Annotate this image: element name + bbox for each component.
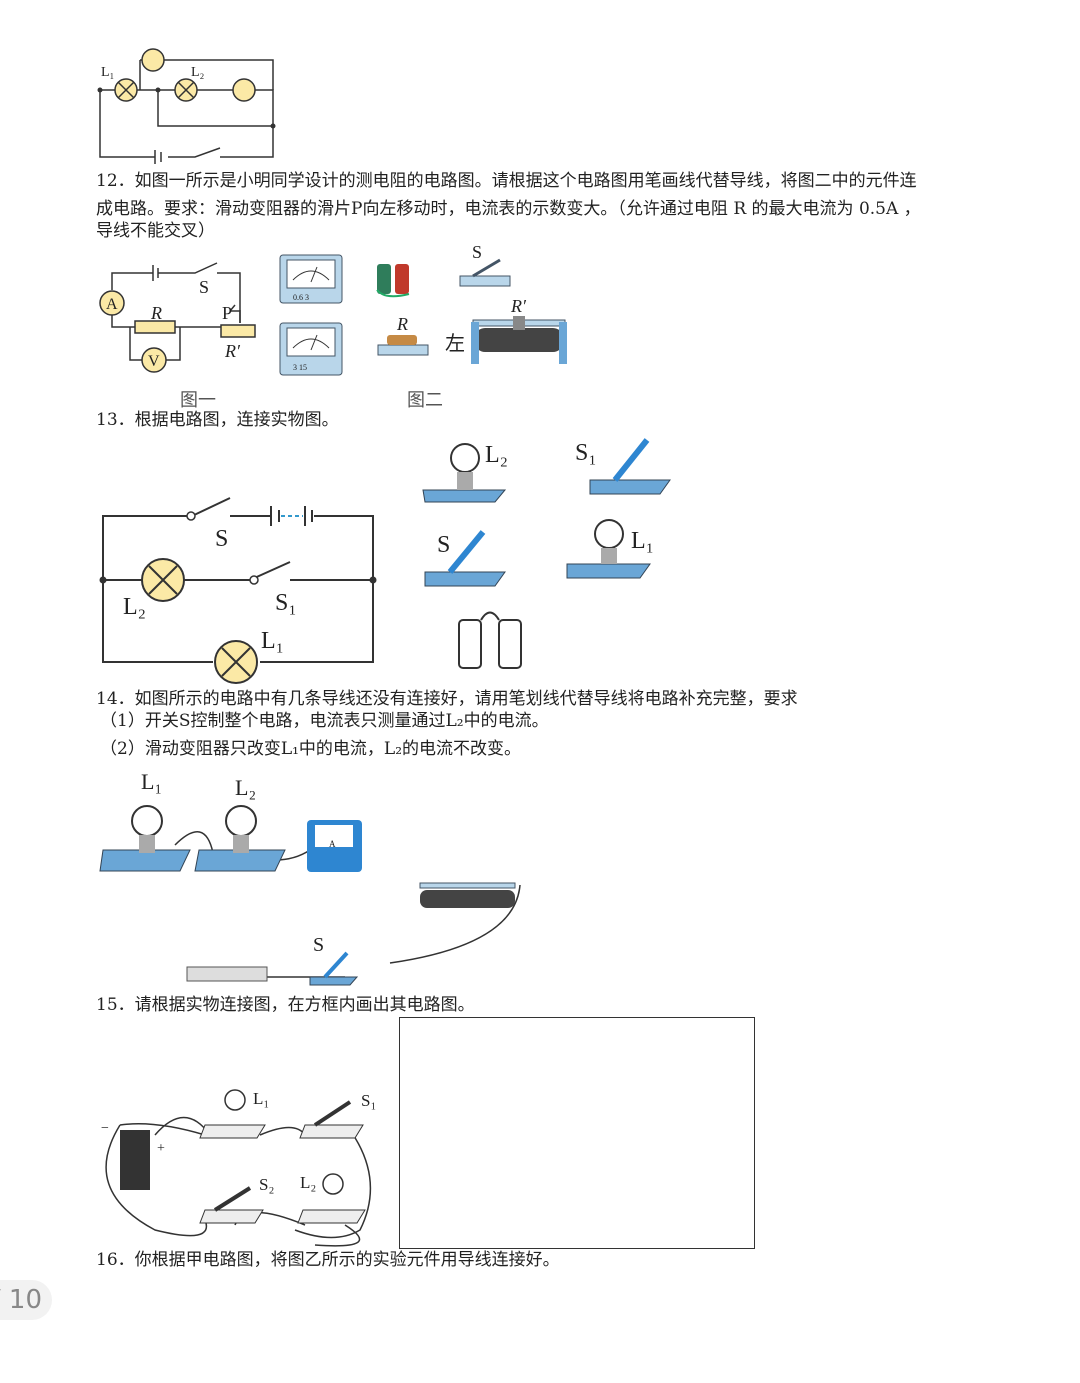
switch-s-icon [309, 951, 359, 986]
svg-text:R: R [396, 314, 408, 334]
left-direction-label: 左 [445, 332, 465, 355]
slider-label: P [222, 303, 232, 323]
bulb-l1-icon [99, 805, 191, 872]
svg-text:−: − [101, 1121, 109, 1136]
switch-icon [459, 258, 511, 287]
figure1-caption: 图一 [180, 390, 216, 411]
q12-figure2-components: 0.6 3 3 15 S R 左 R′ [279, 242, 567, 376]
svg-text:L₂: L₂ [300, 1173, 316, 1192]
q12-figure1-circuit: A V S R P R′ [99, 262, 256, 373]
q11-circuit-diagram: L₁ L₂ [97, 48, 276, 164]
svg-text:S₂: S₂ [259, 1175, 274, 1194]
bulb-l1-icon [199, 1089, 266, 1139]
bulb-l1-icon [566, 519, 651, 579]
svg-text:S: S [472, 242, 482, 262]
bulb-l2-icon [194, 805, 286, 872]
resistor-label: R [150, 303, 162, 323]
svg-text:L₂: L₂ [235, 775, 256, 800]
q13-physical-components: L₂ S₁ S L₁ [422, 438, 671, 669]
bulb-l2-icon [297, 1173, 366, 1224]
q12-text-line3: 导线不能交叉） [96, 221, 215, 241]
label-l2: L₂ [191, 65, 205, 80]
q14-physical-circuit: A L₁ L₂ S [99, 769, 521, 986]
q15-physical-circuit: L₁ S₁ S₂ L₂ + − [101, 1089, 376, 1247]
figure2-caption: 图二 [407, 390, 443, 411]
answer-drawing-box[interactable] [399, 1017, 755, 1249]
svg-text:+: + [157, 1141, 165, 1156]
q14-text-line3: （2）滑动变阻器只改变L₁中的电流，L₂的电流不改变。 [100, 739, 522, 759]
svg-text:S₁: S₁ [361, 1091, 376, 1110]
page-indicator: / 10 [0, 1280, 52, 1320]
q12-text-line1: 12．如图一所示是小明同学设计的测电阻的电路图。请根据这个电路图用笔画线代替导线… [96, 171, 917, 191]
svg-text:S₁: S₁ [575, 440, 597, 466]
svg-text:S: S [437, 532, 450, 558]
rheostat-icon [419, 882, 516, 908]
ammeter-icon: A [307, 820, 362, 872]
rheostat-label: R′ [224, 341, 241, 361]
svg-text:L₁: L₁ [261, 628, 284, 654]
bulb-l2-icon [422, 443, 507, 503]
q14-text-line2: （1）开关S控制整个电路，电流表只测量通过L₂中的电流。 [100, 711, 549, 731]
svg-text:R′: R′ [510, 296, 527, 316]
q13-circuit-diagram: S L₂ S₁ L₁ [99, 497, 377, 684]
svg-text:S: S [313, 934, 324, 956]
switch-s1-icon [589, 438, 671, 495]
switch-s2-icon [199, 1186, 264, 1224]
svg-text:L₁: L₁ [631, 528, 654, 554]
svg-text:L₂: L₂ [123, 594, 146, 620]
resistor-icon [377, 335, 429, 356]
rheostat-icon [471, 316, 567, 364]
battery-icon [458, 611, 522, 669]
label-l1: L₁ [101, 65, 114, 80]
svg-text:L₁: L₁ [253, 1089, 269, 1108]
ammeter-label: A [106, 296, 118, 313]
switch-s-icon [424, 530, 506, 587]
svg-text:L₂: L₂ [485, 442, 508, 468]
q14-text-line1: 14．如图所示的电路中有几条导线还没有连接好，请用笔划线代替导线将电路补充完整，… [96, 689, 798, 709]
switch-label: S [199, 277, 209, 297]
svg-text:A: A [329, 839, 336, 849]
q13-text: 13．根据电路图，连接实物图。 [96, 410, 339, 430]
q16-text: 16．你根据甲电路图，将图乙所示的实验元件用导线连接好。 [96, 1250, 560, 1270]
svg-text:S: S [215, 526, 228, 552]
svg-text:L₁: L₁ [141, 769, 162, 794]
switch-s1-icon [299, 1100, 364, 1139]
q12-text-line2: 成电路。要求：滑动变阻器的滑片P向左移动时，电流表的示数变大。（允许通过电阻 R… [96, 199, 921, 219]
battery-icon [376, 264, 410, 298]
svg-text:3 15: 3 15 [293, 363, 307, 372]
battery-icon [186, 966, 268, 982]
q15-text: 15．请根据实物连接图，在方框内画出其电路图。 [96, 995, 475, 1015]
voltmeter-label: V [148, 353, 160, 370]
svg-text:0.6 3: 0.6 3 [293, 293, 309, 302]
ammeter-icon: 0.6 3 [279, 254, 343, 304]
svg-text:S₁: S₁ [275, 590, 297, 616]
voltmeter-icon: 3 15 [279, 322, 343, 376]
